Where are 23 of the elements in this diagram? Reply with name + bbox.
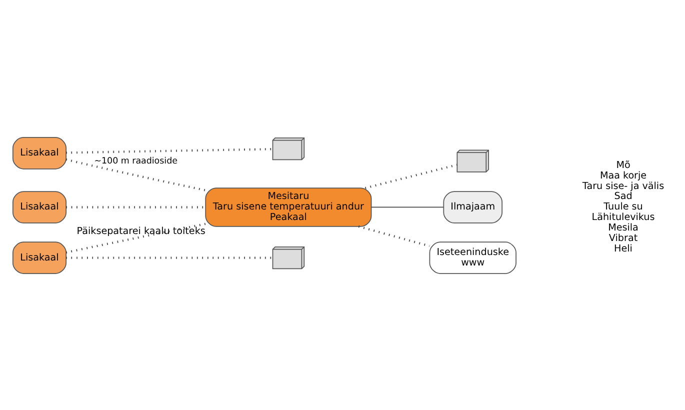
label: Sad (614, 190, 632, 202)
label: Tuule su (604, 201, 643, 212)
connector (66, 222, 206, 253)
label: Vibrat (608, 232, 638, 244)
node-box: Lisakaal (12, 190, 67, 223)
connector (66, 148, 273, 154)
connector (358, 224, 430, 247)
node-box: Mesitaru Taru sisene temperatuuri andur Peakaal (205, 187, 372, 226)
label: Taru sise- ja välis (582, 180, 664, 192)
node-label: Päiksepatarei kaalu toiteks (76, 226, 206, 237)
node-box: Lisakaal (12, 136, 67, 169)
label: Lähitulevikus (592, 212, 655, 223)
node-box: Iseteeninduske www (429, 241, 516, 274)
node-box: Lisakaal (12, 241, 67, 274)
label: Mõ (616, 159, 630, 170)
edge-label: ~100 m raadioside (94, 156, 178, 166)
label: Maa korje (600, 170, 647, 181)
connector (364, 163, 458, 189)
connector (370, 206, 444, 208)
connector (66, 158, 206, 191)
label: Mesila (608, 222, 638, 234)
label: Heli (614, 243, 632, 254)
node-box: Ilmajaam (443, 190, 502, 223)
